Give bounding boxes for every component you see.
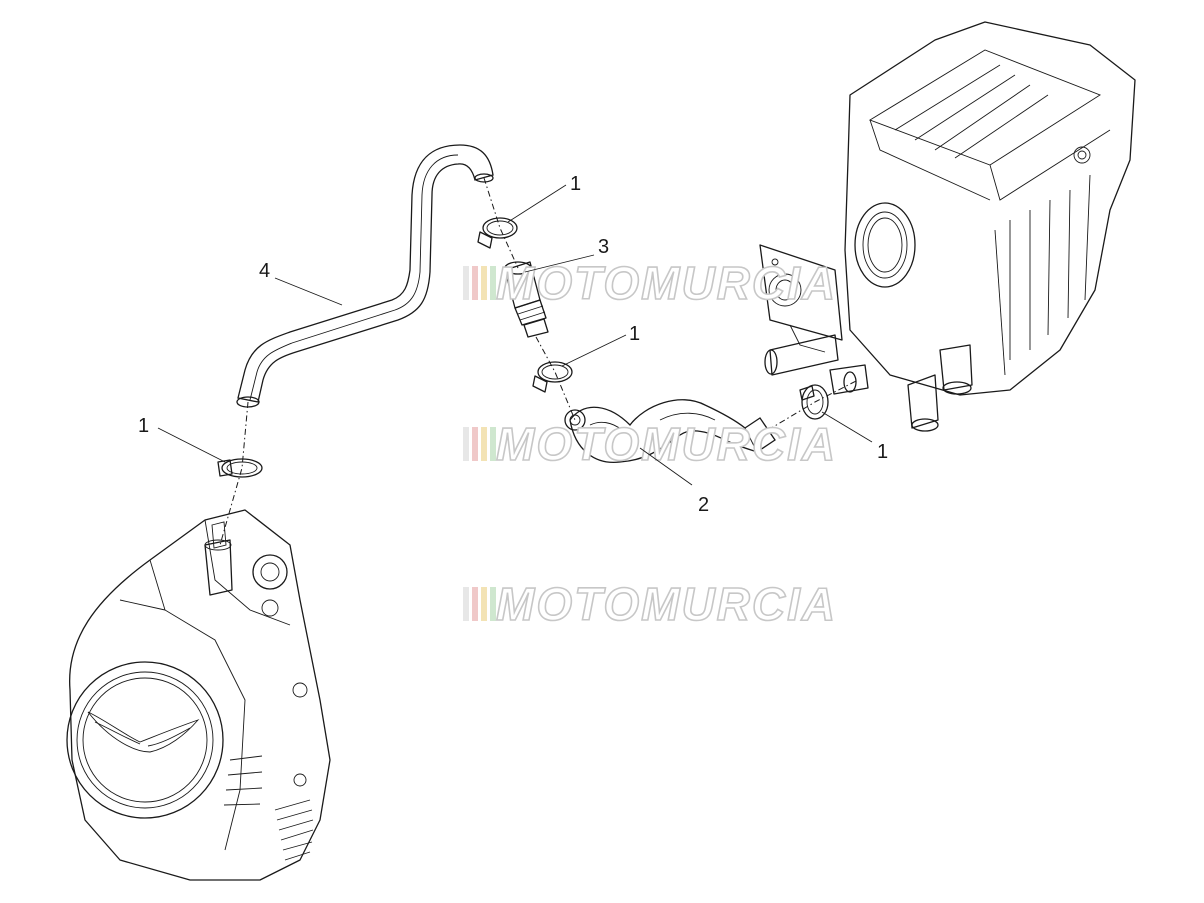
wm-stripe: [463, 587, 469, 621]
watermark-text: MOTOMURCIA: [496, 578, 837, 630]
wm-stripe: [490, 587, 496, 621]
wm-stripe: [472, 266, 478, 300]
wm-stripe: [481, 266, 487, 300]
watermark-3: MOTOMURCIA: [463, 577, 837, 631]
leader-line: [507, 184, 567, 223]
leader-line: [157, 427, 226, 463]
watermark-1: MOTOMURCIA: [463, 256, 837, 310]
callout-label: 1: [570, 173, 581, 195]
watermark-text: MOTOMURCIA: [496, 418, 837, 470]
leader-line: [524, 254, 595, 273]
airbox: [759, 21, 1136, 432]
callout-label: 4: [259, 260, 270, 282]
leader-line: [561, 334, 627, 367]
leader-line: [639, 447, 693, 486]
wm-stripe: [463, 427, 469, 461]
watermark-text: MOTOMURCIA: [496, 257, 837, 309]
hose-clamp-top: [477, 217, 518, 249]
wm-stripe: [490, 266, 496, 300]
assembly-axis-lines: [219, 177, 859, 546]
callout-label: 2: [698, 494, 709, 516]
breather-hose-2: [564, 399, 776, 463]
watermark-2: MOTOMURCIA: [463, 417, 837, 471]
wm-stripe: [481, 587, 487, 621]
wm-stripe: [472, 427, 478, 461]
breather-valve-3: [504, 261, 549, 338]
wm-stripe: [472, 587, 478, 621]
callout-label: 1: [138, 415, 149, 437]
hose-clamp-middle: [532, 361, 573, 393]
hose-clamp-left: [217, 458, 263, 478]
leader-line: [821, 411, 873, 443]
leader-line: [274, 277, 343, 306]
breather-hose-4: [236, 144, 494, 408]
callout-label: 1: [629, 323, 640, 345]
engine-cover: [66, 509, 331, 881]
wm-stripe: [481, 427, 487, 461]
callouts: 1 3 4 1 1 1 2: [138, 173, 888, 516]
wm-stripe: [463, 266, 469, 300]
callout-label: 3: [598, 236, 609, 258]
wm-stripe: [490, 427, 496, 461]
hose-clamp-right: [799, 384, 829, 420]
callout-label: 1: [877, 441, 888, 463]
